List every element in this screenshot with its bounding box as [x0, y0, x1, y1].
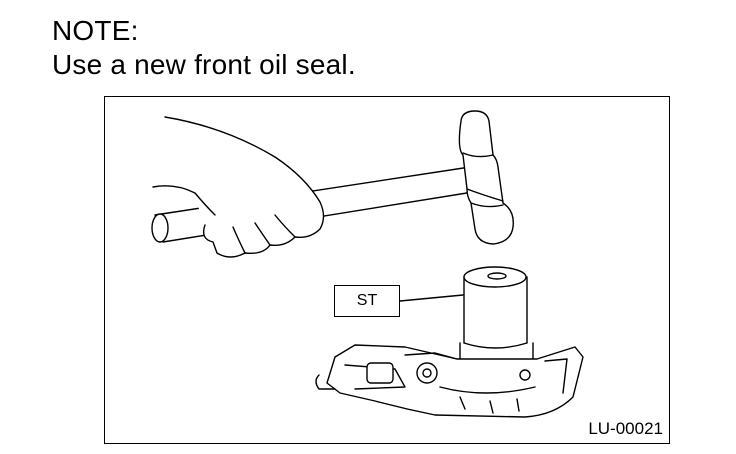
illustration-frame: ST LU-00021: [104, 96, 670, 444]
st-callout-label: ST: [356, 292, 378, 309]
callout-leader-line: [399, 294, 464, 302]
illustration-drawing: [151, 110, 584, 418]
note-block: NOTE: Use a new front oil seal.: [52, 14, 356, 82]
st-callout-box: ST: [334, 285, 400, 317]
note-text: Use a new front oil seal.: [52, 49, 356, 80]
note-heading: NOTE:: [52, 15, 139, 46]
hand-icon: [152, 116, 325, 258]
figure-id-label: LU-00021: [588, 419, 663, 438]
installer-tool-icon: [456, 266, 538, 372]
transmission-housing-icon: [315, 344, 584, 418]
